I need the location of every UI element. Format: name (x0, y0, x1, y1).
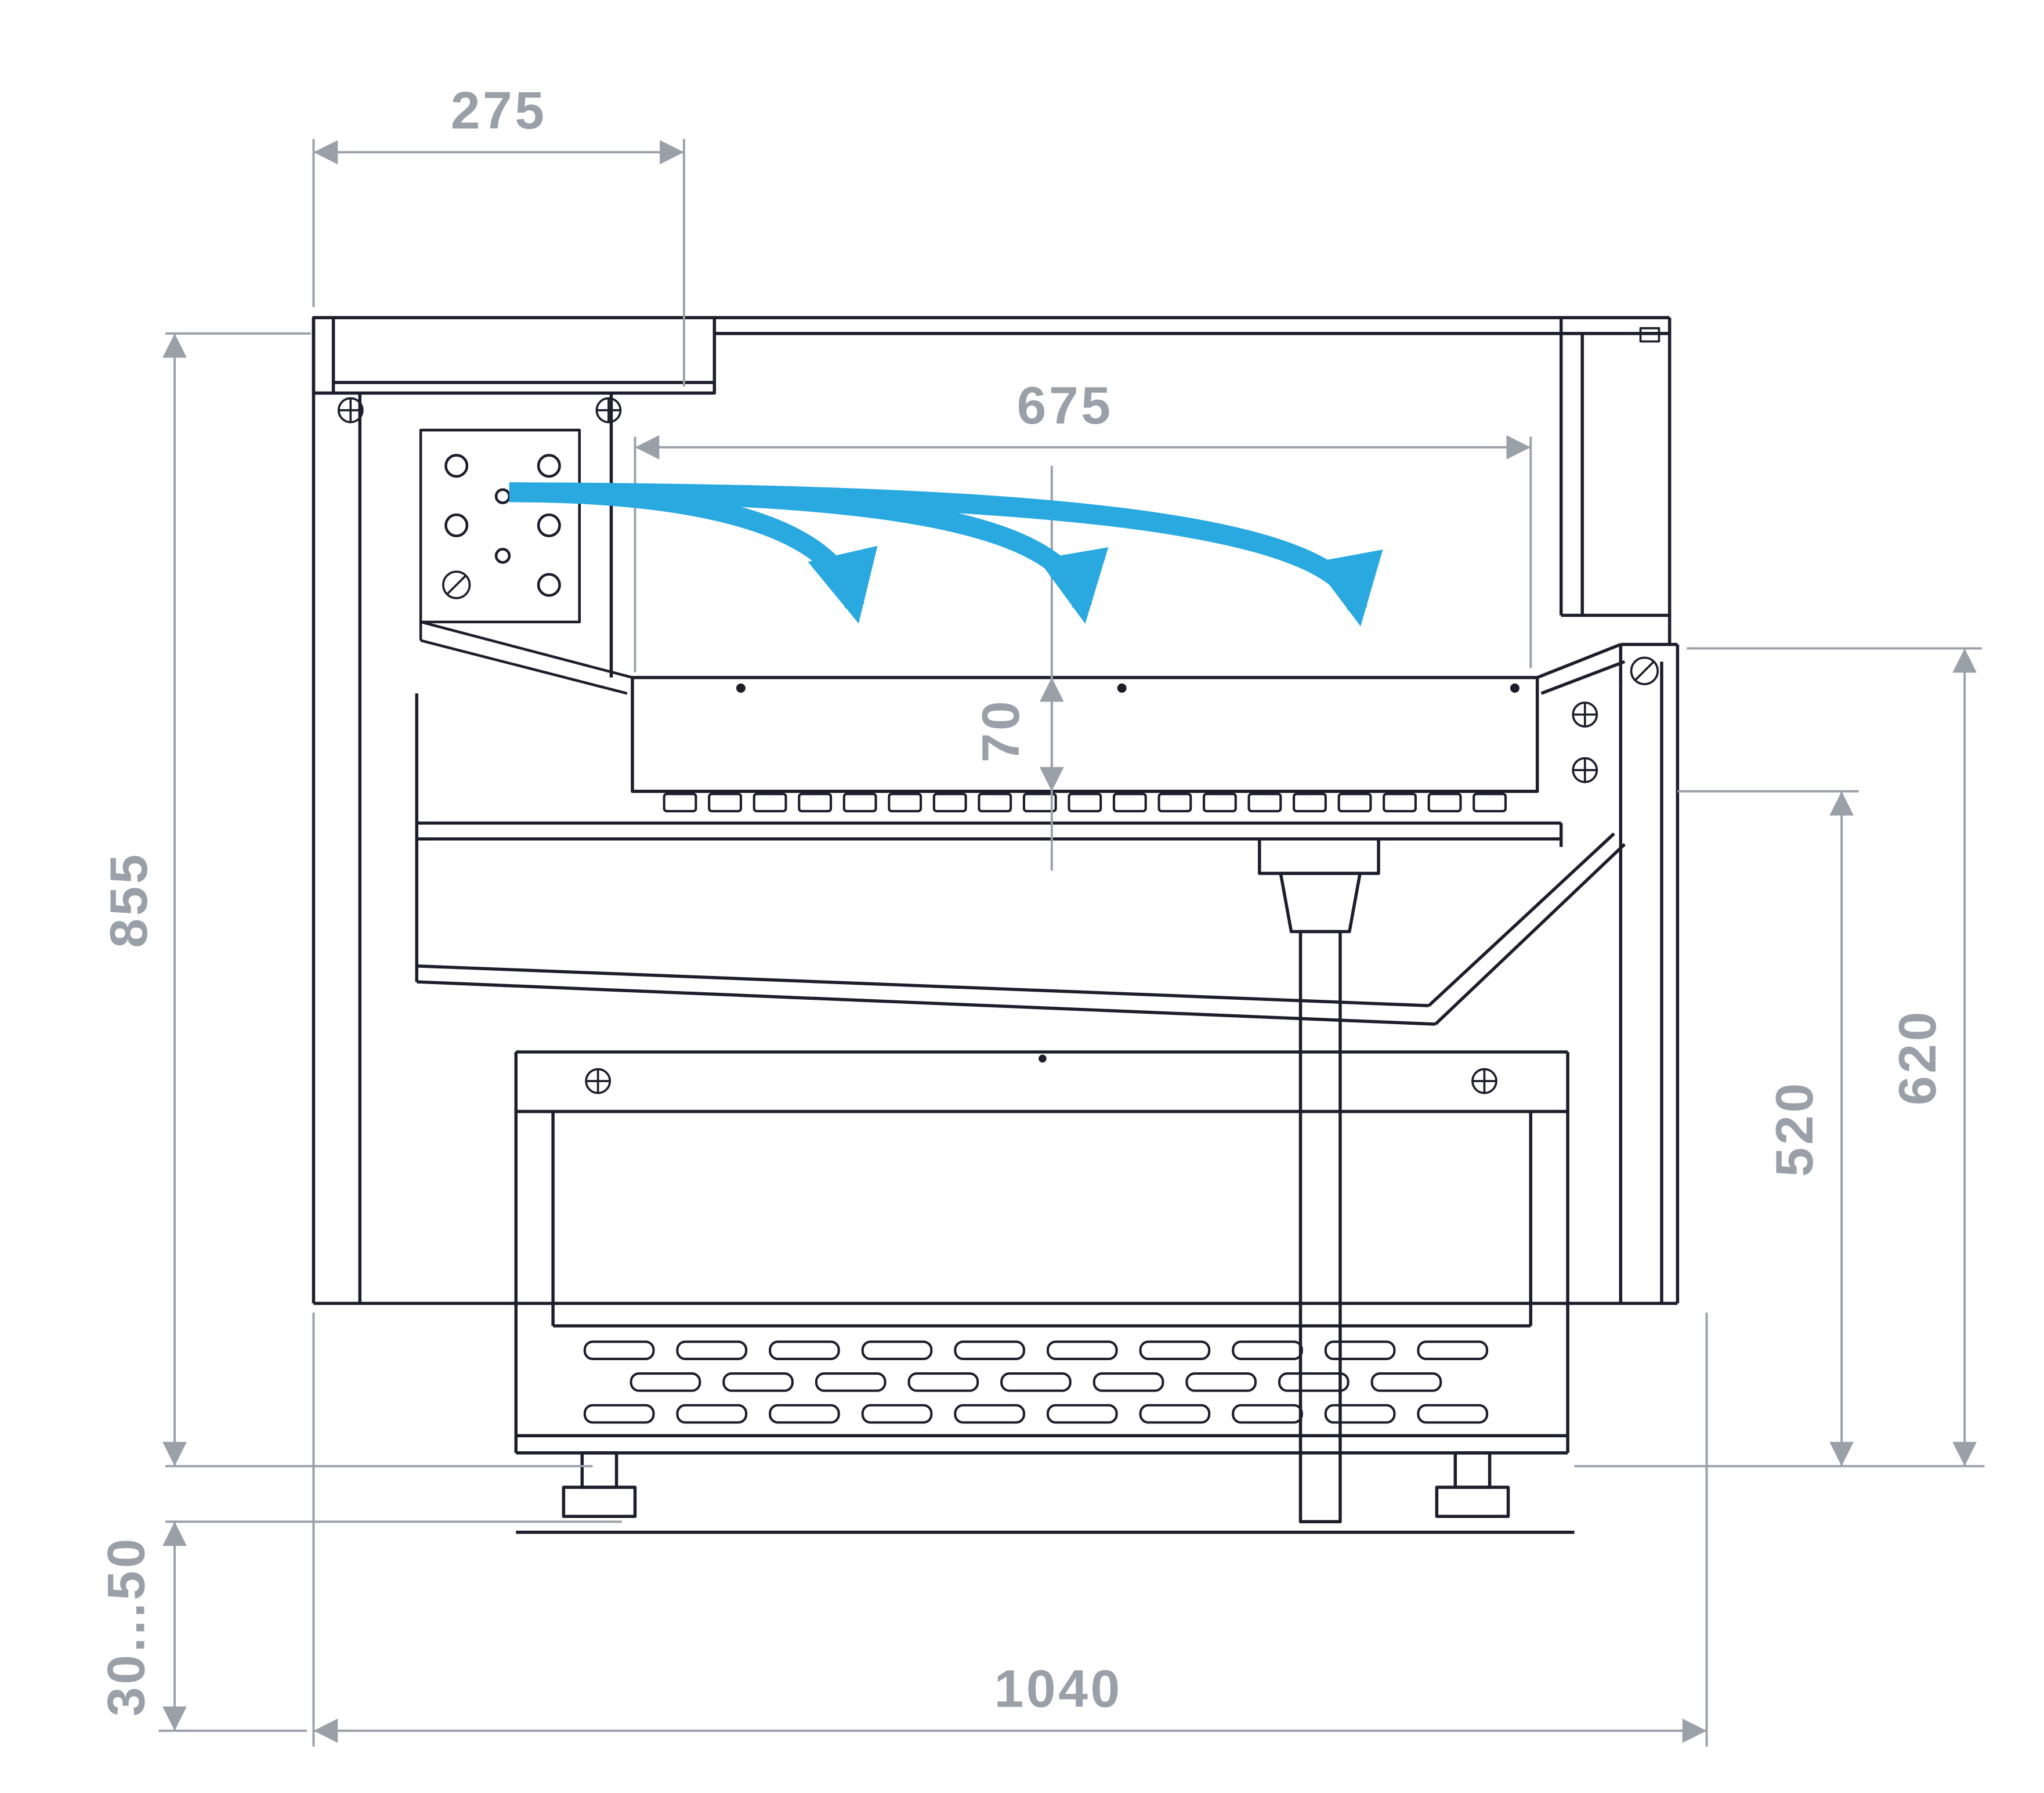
dim-body-height (162, 332, 593, 1467)
cabinet-drawing (312, 316, 1680, 1534)
adjustable-foot-right (1435, 1451, 1510, 1519)
dimension-labels: 275 675 70 855 30...50 520 620 1040 (97, 81, 1947, 1718)
basin (415, 693, 1626, 1026)
canopy (312, 316, 717, 424)
adjustable-foot-left (562, 1451, 637, 1519)
ventilation-grille (583, 1340, 1489, 1424)
dim-body-height-label: 855 (99, 852, 158, 948)
dim-inner-height-label: 520 (1765, 1080, 1824, 1177)
dimensions (158, 139, 1985, 1747)
rear-duct-band (631, 675, 1539, 793)
dim-canopy-depth-label: 275 (451, 81, 547, 140)
dim-base-depth (312, 1313, 1708, 1747)
grille-row (630, 1372, 1442, 1392)
dim-canopy-depth (312, 139, 685, 386)
band-rivets (736, 683, 1520, 693)
air-curtain-arrows (509, 482, 1383, 627)
dim-front-height-label: 620 (1888, 1009, 1947, 1105)
grille-row (583, 1340, 1489, 1361)
dim-inner-height (1574, 790, 1985, 1467)
left-wall (312, 317, 1678, 1305)
dim-air-curtain-height-label: 70 (971, 699, 1030, 763)
display-deck (417, 821, 1563, 847)
fan-panel (419, 428, 633, 695)
dim-base-depth-label: 1040 (994, 1660, 1123, 1719)
dim-foot-adjustment (158, 1520, 622, 1732)
drain-pipe (1258, 837, 1380, 1524)
right-panel (1536, 317, 1680, 1304)
dim-foot-adjustment-label: 30...50 (97, 1536, 156, 1716)
top-beam (714, 316, 1670, 335)
dim-front-height (1687, 647, 1982, 1466)
dim-air-discharge-width (634, 435, 1532, 673)
grille-row (583, 1404, 1489, 1424)
deck-perforation (663, 793, 1507, 812)
airflow-arrow-long (509, 482, 1383, 627)
base-frame (514, 1050, 1569, 1455)
dim-air-discharge-width-label: 675 (1017, 376, 1113, 435)
